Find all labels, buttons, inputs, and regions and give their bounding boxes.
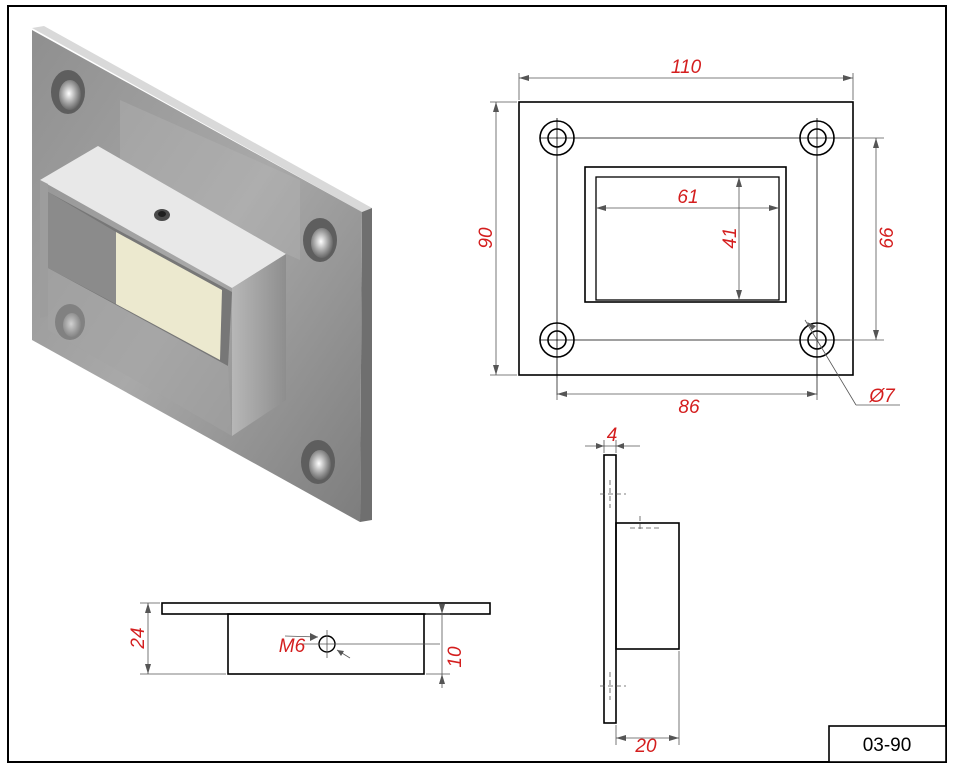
dim-plate-thickness: 4 [607,425,618,446]
sheet-border [7,5,947,763]
slot-outer [584,166,787,303]
dim-slot-width: 61 [677,187,698,208]
front-view [140,602,491,688]
dim-depth: 20 [634,736,657,757]
countersunk-hole-icon [303,218,337,262]
drawing-number: 03-90 [863,735,912,756]
mounting-hole-icon [799,120,835,156]
side-tube [615,522,680,650]
mounting-hole-icon [539,120,575,156]
dim-hole-diameter: Ø7 [868,386,896,407]
dim-width: 110 [671,57,702,78]
top-view [490,73,900,406]
isometric-render [32,26,372,522]
dim-total-height: 24 [128,627,149,649]
plate-outline [518,101,854,376]
title-block: 03-90 [828,725,947,763]
side-view [585,440,680,745]
slot-inner [595,176,780,301]
mounting-hole-icon [799,322,835,358]
dim-hole-spacing-y: 66 [877,227,898,249]
dim-height: 90 [476,227,497,249]
countersunk-hole-icon [301,440,335,484]
rectangular-tube [40,146,286,436]
dim-slot-height: 41 [720,227,741,248]
countersunk-hole-icon [51,70,85,114]
dim-thread: M6 [279,636,306,657]
dim-tube-height: 10 [445,646,466,668]
mounting-hole-icon [539,322,575,358]
dim-hole-spacing-x: 86 [678,397,700,418]
